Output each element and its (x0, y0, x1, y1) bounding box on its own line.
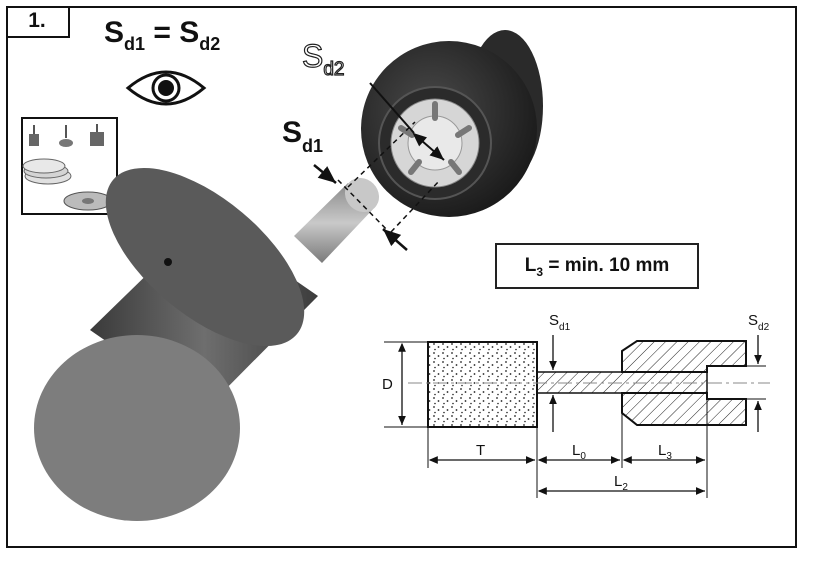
dim-L0-sub: 0 (580, 451, 586, 462)
photo-label-sd2-main: S (301, 37, 324, 74)
photo-label-sd1-main: S (282, 116, 303, 149)
rule-box-sub: 3 (536, 265, 544, 279)
eq-s1-sub: d1 (124, 34, 146, 54)
dim-L3-label: L3 (658, 442, 672, 462)
dim-Sd1-sub: d1 (559, 322, 571, 333)
shank-diameter-arrows (313, 82, 445, 251)
cross-section-drawing: D Sd1 Sd2 T L0 L3 L2 (382, 312, 770, 498)
photo-label-sd1-sub: d1 (302, 136, 324, 156)
dim-L2-main: L (614, 473, 622, 490)
dim-L0-main: L (572, 442, 580, 459)
eq-s2: S (179, 16, 200, 49)
dim-Sd2-main: S (748, 312, 758, 329)
rule-box-rest: = min. 10 mm (543, 255, 670, 276)
dim-L3-sub: 3 (666, 451, 672, 462)
dim-L0-label: L0 (572, 442, 586, 462)
dim-L2-label: L2 (614, 473, 628, 493)
photo-label-sd2-sub: d2 (323, 58, 345, 80)
collet-upper-section (621, 340, 747, 373)
step-number: 1. (6, 6, 70, 38)
mounted-points-inset (21, 117, 118, 215)
dim-Sd1-label: Sd1 (549, 312, 571, 333)
dim-Sd2-sub: d2 (758, 322, 770, 333)
dim-D-label: D (382, 376, 393, 393)
mounted-point-tool (34, 167, 380, 521)
dim-L2-sub: 2 (622, 482, 628, 493)
instruction-frame (6, 6, 797, 548)
equation-sd1-equals-sd2: Sd1 = Sd2 (104, 16, 220, 54)
dim-L3-main: L (658, 442, 666, 459)
photo-label-sd1: Sd1 (282, 116, 323, 156)
dim-Sd1-main: S (549, 312, 559, 329)
grinding-head-section (427, 341, 538, 428)
collet-chuck (361, 30, 543, 217)
eq-sign: = (145, 16, 180, 49)
collet-lower-section (621, 392, 747, 426)
eye-icon (125, 70, 207, 106)
min-length-rule-box: L3 = min. 10 mm (495, 243, 699, 289)
eq-s1: S (104, 16, 125, 49)
dim-T-label: T (476, 442, 485, 459)
rule-box-main: L (524, 255, 537, 276)
dim-Sd2-label: Sd2 (748, 312, 770, 333)
photo-label-sd2: Sd2 (301, 37, 345, 80)
eq-s2-sub: d2 (199, 34, 221, 54)
